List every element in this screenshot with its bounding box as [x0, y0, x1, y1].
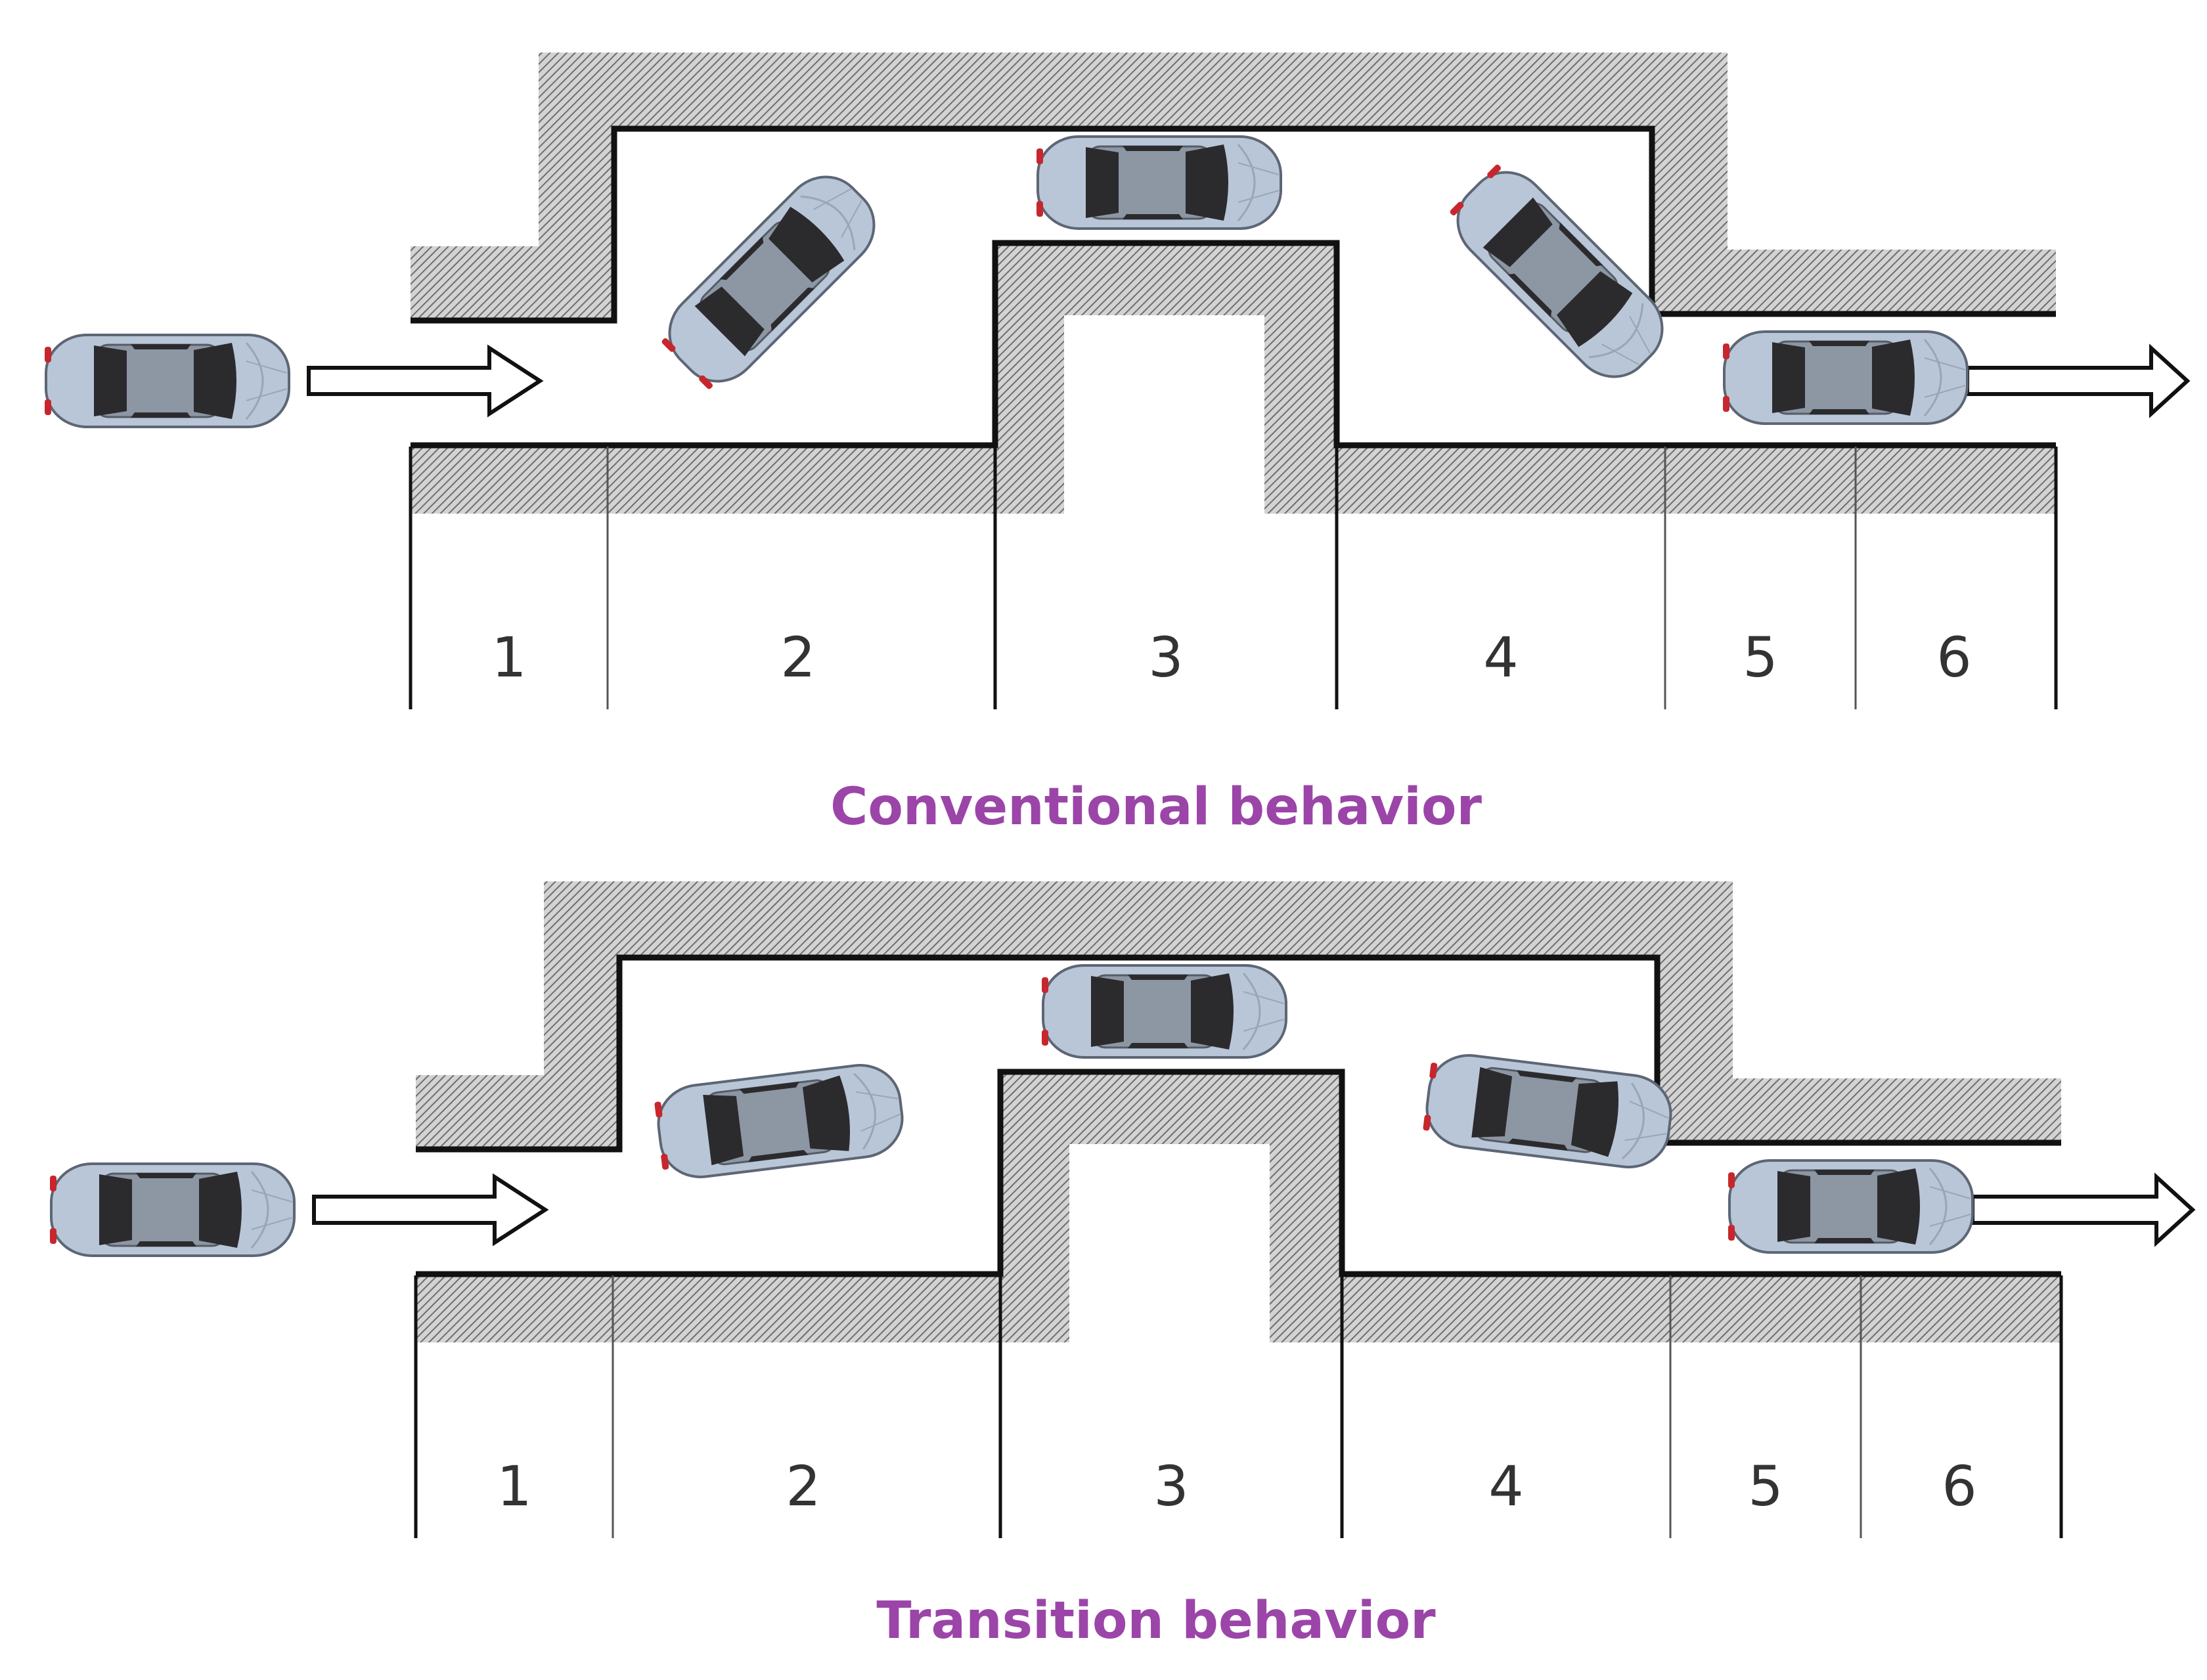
zone-label-3: 3 — [1153, 1454, 1188, 1518]
car-icon — [1419, 1049, 1677, 1174]
bottom-wall-edge — [411, 240, 2056, 449]
car-icon — [1722, 330, 1969, 425]
car-icon — [651, 1059, 908, 1183]
zone-label-5: 5 — [1748, 1454, 1783, 1518]
zone-label-1: 1 — [491, 625, 526, 690]
panel-transition: 1 2 3 4 5 6 Transition behavior — [49, 881, 2196, 1650]
car-icon — [1040, 964, 1287, 1059]
zone-label-5: 5 — [1743, 625, 1777, 690]
car-icon — [1035, 135, 1282, 230]
direction-arrow-icon — [1965, 343, 2191, 418]
car-icon — [43, 334, 290, 428]
zone-label-1: 1 — [497, 1454, 531, 1518]
direction-arrow-icon — [312, 1173, 549, 1247]
panel-caption: Transition behavior — [876, 1591, 1436, 1650]
car-icon — [49, 1162, 296, 1257]
top-wall — [411, 53, 2056, 321]
top-wall-edge — [411, 125, 2056, 324]
zone-label-6: 6 — [1936, 625, 1971, 690]
zone-label-2: 2 — [786, 1454, 820, 1518]
zone-dividers — [414, 1275, 2063, 1538]
car-icon — [1440, 155, 1678, 393]
zone-label-2: 2 — [780, 625, 815, 690]
panel-conventional: 1 2 3 4 5 6 Conventional behavior — [43, 53, 2191, 837]
zone-labels: 1 2 3 4 5 6 — [497, 1454, 1976, 1518]
direction-arrow-icon — [307, 344, 544, 418]
zone-dividers — [409, 447, 2058, 709]
car-icon — [1727, 1159, 1974, 1254]
panel-caption: Conventional behavior — [830, 778, 1482, 837]
zone-label-6: 6 — [1942, 1454, 1976, 1518]
car-icon — [652, 161, 890, 399]
top-wall — [416, 881, 2061, 1149]
zone-label-4: 4 — [1488, 1454, 1523, 1518]
zone-label-4: 4 — [1483, 625, 1518, 690]
bottom-wall-edge — [416, 1069, 2061, 1277]
zone-label-3: 3 — [1148, 625, 1183, 690]
zone-labels: 1 2 3 4 5 6 — [491, 625, 1971, 690]
top-wall-edge — [416, 954, 2061, 1153]
direction-arrow-icon — [1971, 1172, 2196, 1247]
